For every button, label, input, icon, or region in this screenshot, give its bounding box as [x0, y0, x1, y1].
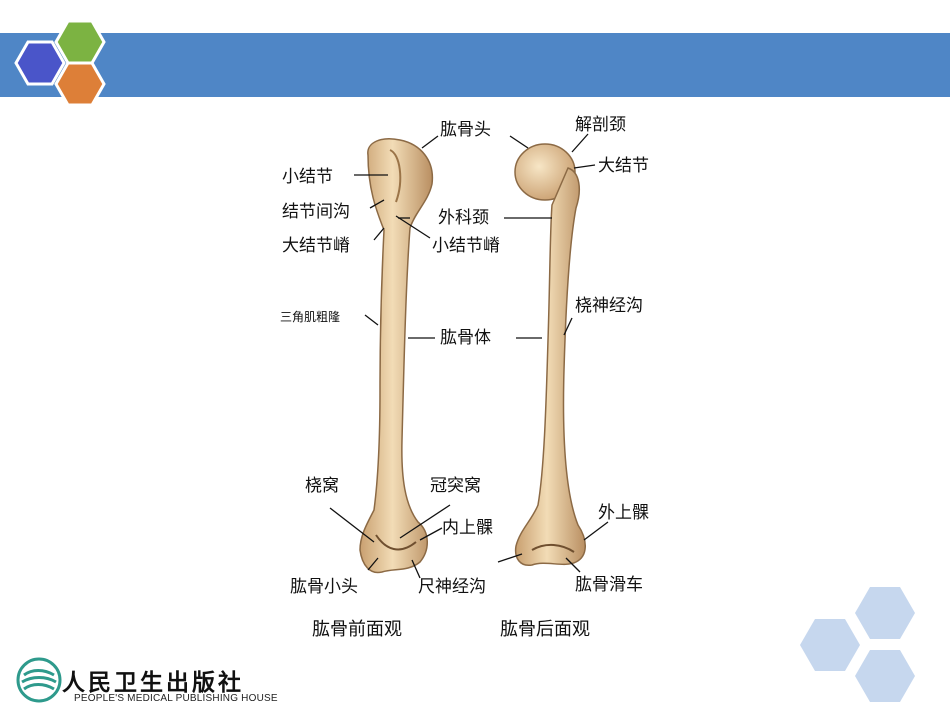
- label-radial-fossa: 桡窝: [305, 476, 339, 496]
- label-deltoid-tuberosity: 三角肌粗隆: [280, 310, 341, 324]
- publisher-name-cn: 人民卫生出版社: [62, 669, 244, 696]
- label-trochlea: 肱骨滑车: [575, 575, 643, 595]
- blue-hexagon: [14, 40, 66, 86]
- leader-lines: [329, 133, 609, 579]
- label-ulnar-nerve-groove: 尺神经沟: [418, 577, 486, 597]
- humerus-bones: [329, 133, 609, 579]
- green-hexagon: [54, 19, 106, 65]
- label-lateral-epicondyle: 外上髁: [598, 503, 649, 523]
- label-medial-epicondyle: 内上髁: [442, 518, 493, 538]
- label-greater-tubercle: 大结节: [598, 156, 649, 176]
- label-lesser-tubercle: 小结节: [282, 167, 333, 187]
- caption-anterior-view: 肱骨前面观: [312, 619, 402, 640]
- humerus-illustration: 肱骨头 解剖颈 大结节 小结节 结节间沟 外科颈 大结节嵴 小结节嵴 三角肌粗隆…: [270, 110, 690, 650]
- orange-hexagon: [54, 61, 106, 107]
- caption-posterior-view: 肱骨后面观: [500, 619, 590, 640]
- deco-hexagon-bottom: [855, 650, 915, 702]
- label-intertubercular-groove: 结节间沟: [282, 202, 350, 222]
- deco-hexagon-left: [800, 619, 860, 671]
- deco-hexagon-top: [855, 587, 915, 639]
- label-radial-nerve-groove: 桡神经沟: [575, 296, 643, 316]
- label-coronoid-fossa: 冠突窝: [430, 476, 481, 496]
- label-humerus-head: 肱骨头: [440, 120, 491, 140]
- posterior-humerus: [514, 143, 586, 566]
- publisher-name-en: PEOPLE'S MEDICAL PUBLISHING HOUSE: [74, 693, 278, 704]
- hexagon-cluster-icon: [800, 587, 915, 702]
- label-crest-greater-tubercle: 大结节嵴: [282, 236, 350, 256]
- label-crest-lesser-tubercle: 小结节嵴: [432, 236, 500, 256]
- label-anatomical-neck: 解剖颈: [575, 115, 626, 135]
- label-surgical-neck: 外科颈: [438, 208, 489, 228]
- hexagon-cluster-icon: [14, 19, 106, 107]
- title-banner: [0, 33, 950, 97]
- label-capitulum: 肱骨小头: [290, 577, 358, 597]
- label-humerus-body: 肱骨体: [440, 328, 491, 348]
- publisher-wave-logo-icon: [16, 657, 62, 703]
- anterior-humerus: [359, 138, 434, 574]
